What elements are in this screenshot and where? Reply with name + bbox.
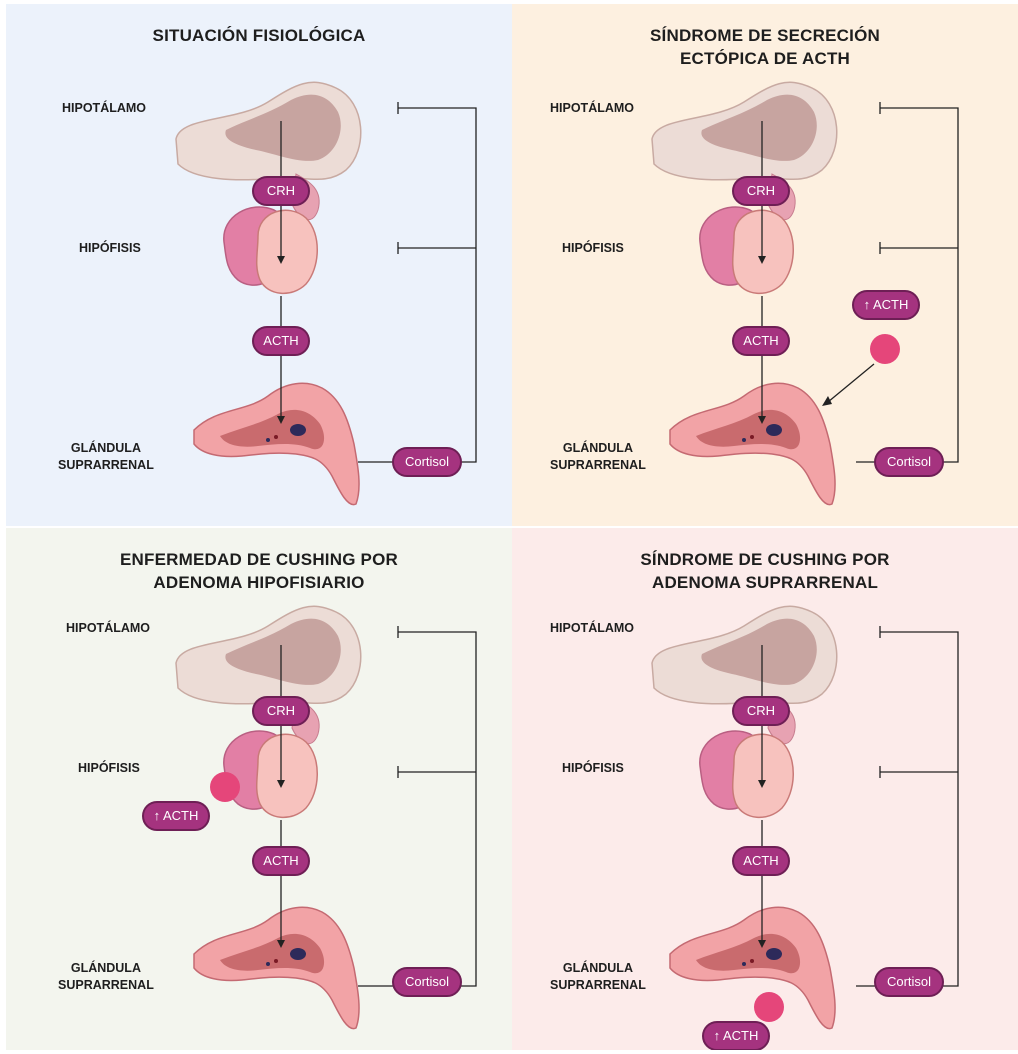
- acth-pill: ACTH: [252, 846, 310, 876]
- label-pituitary: HIPÓFISIS: [562, 240, 624, 257]
- label-hypothalamus: HIPOTÁLAMO: [62, 100, 146, 117]
- cortisol-pill: Cortisol: [392, 447, 462, 477]
- label-pituitary: HIPÓFISIS: [78, 760, 140, 777]
- label-pituitary: HIPÓFISIS: [79, 240, 141, 257]
- acth-pill: ACTH: [732, 846, 790, 876]
- crh-pill: CRH: [252, 696, 310, 726]
- pituitary-anterior: [257, 210, 318, 293]
- crh-pill: CRH: [252, 176, 310, 206]
- cortisol-pill: Cortisol: [874, 447, 944, 477]
- label-hypothalamus: HIPOTÁLAMO: [550, 100, 634, 117]
- acth-pill: ACTH: [732, 326, 790, 356]
- label-hypothalamus: HIPOTÁLAMO: [66, 620, 150, 637]
- label-pituitary: HIPÓFISIS: [562, 760, 624, 777]
- acth-increase-pill: ↑ ACTH: [702, 1021, 770, 1050]
- pituitary-tumor: [210, 772, 240, 802]
- ectopic-tumor: [870, 334, 900, 364]
- label-hypothalamus: HIPOTÁLAMO: [550, 620, 634, 637]
- acth-increase-pill: ↑ ACTH: [142, 801, 210, 831]
- cortisol-pill: Cortisol: [392, 967, 462, 997]
- acth-increase-pill: ↑ ACTH: [852, 290, 920, 320]
- acth-pill: ACTH: [252, 326, 310, 356]
- adrenal-tumor: [754, 992, 784, 1022]
- crh-pill: CRH: [732, 176, 790, 206]
- crh-pill: CRH: [732, 696, 790, 726]
- cortisol-pill: Cortisol: [874, 967, 944, 997]
- panel-physiological: SITUACIÓN FISIOLÓGICA HIP: [6, 4, 512, 526]
